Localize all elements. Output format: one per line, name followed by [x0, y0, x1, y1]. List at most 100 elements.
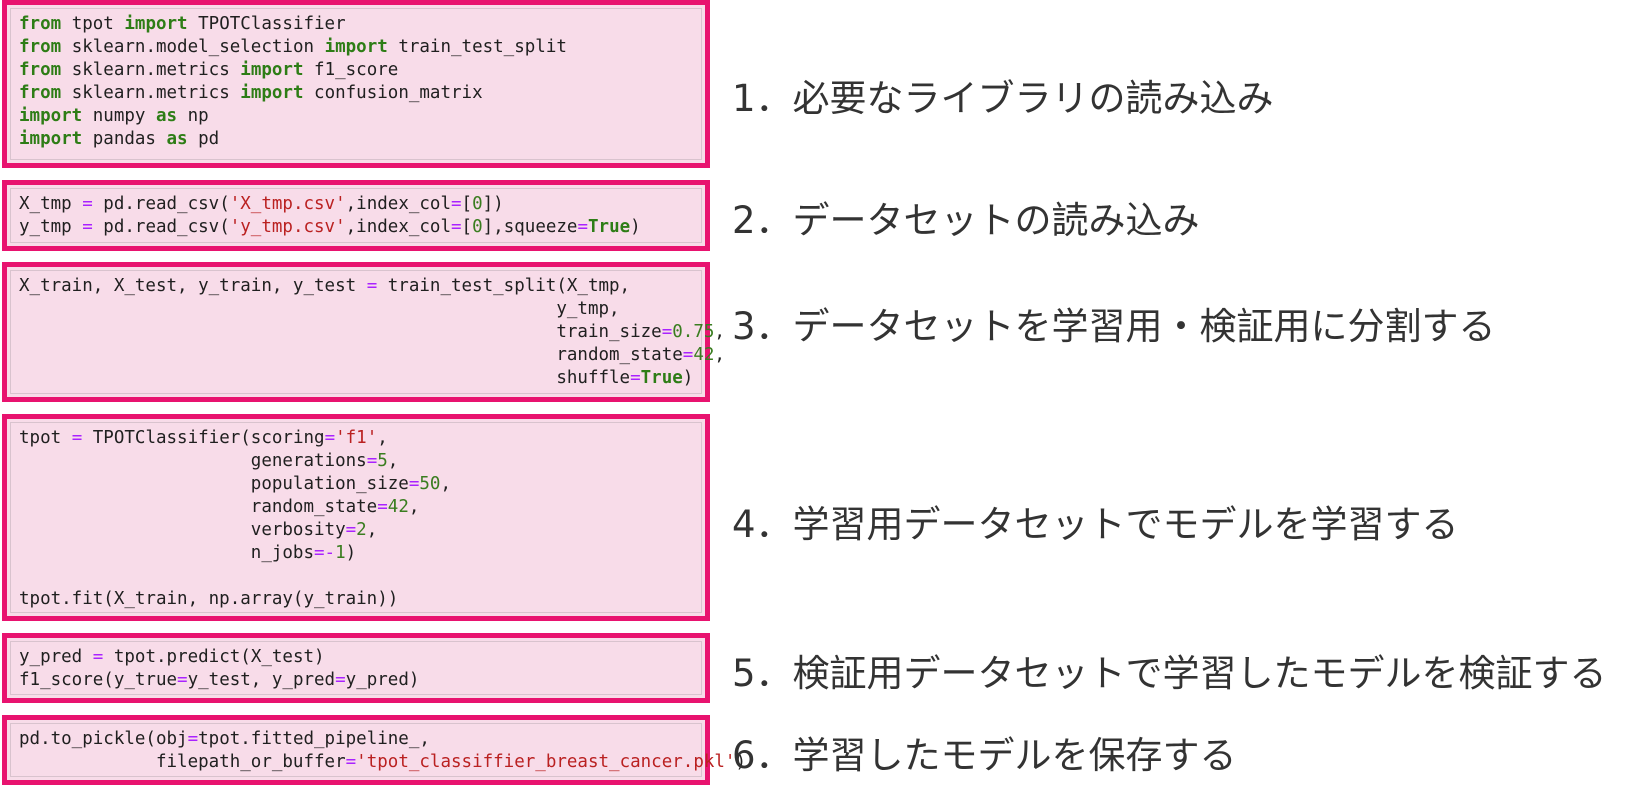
code-token: = [82, 217, 93, 237]
code-line: y_tmp = pd.read_csv('y_tmp.csv',index_co… [19, 217, 641, 237]
code-token: 50 [419, 474, 441, 494]
code-token: , [714, 322, 725, 342]
code-token: =- [314, 543, 336, 563]
code-line: verbosity=2, [19, 520, 377, 540]
code-token: tpot.fitted_pipeline_, [198, 729, 430, 749]
code-editor[interactable]: from tpot import TPOTClassifier from skl… [19, 13, 567, 151]
code-line: tpot = TPOTClassifier(scoring='f1', [19, 428, 388, 448]
code-line: generations=5, [19, 451, 399, 471]
code-token: = [71, 428, 83, 448]
code-line: f1_score(y_true=y_test, y_pred=y_pred) [19, 670, 419, 690]
code-token: random_state [19, 497, 378, 517]
code-token: np [177, 106, 209, 126]
code-token: 'y_tmp.csv' [229, 217, 346, 237]
step-label-4: 4．学習用データセットでモデルを学習する [732, 503, 1459, 546]
code-token: import [240, 60, 304, 80]
code-token: from [19, 83, 62, 103]
code-token: X_tmp [19, 194, 83, 214]
code-token: = [177, 670, 188, 690]
code-line: population_size=50, [19, 474, 451, 494]
code-token: y_tmp, [19, 299, 620, 319]
code-cell-train-test-split[interactable]: X_train, X_test, y_train, y_test = train… [2, 262, 725, 402]
code-token: as [155, 106, 178, 126]
code-token: = [345, 520, 357, 540]
code-cell-evaluate[interactable]: y_pred = tpot.predict(X_test) f1_score(y… [2, 633, 710, 703]
code-editor[interactable]: X_train, X_test, y_train, y_test = train… [19, 275, 725, 390]
code-token: = [324, 428, 336, 448]
code-token: 'f1' [335, 428, 378, 448]
code-token: pd [187, 129, 220, 149]
code-line: n_jobs=-1) [19, 543, 356, 563]
code-token: from [19, 60, 62, 80]
code-token: filepath_or_buffer [19, 752, 346, 772]
code-token: ]) [482, 194, 504, 214]
code-token: population_size [19, 474, 409, 494]
code-token: numpy [82, 106, 156, 126]
code-cell-frame [10, 8, 702, 160]
code-token: TPOTClassifier [187, 14, 346, 34]
code-token: 5 [377, 451, 388, 471]
code-token: y_tmp [19, 217, 83, 237]
code-token: sklearn.metrics [61, 83, 241, 103]
code-token: [ [461, 217, 473, 237]
code-token: pandas [82, 129, 167, 149]
code-cell-frame [10, 422, 702, 613]
code-editor[interactable]: tpot = TPOTClassifier(scoring='f1', gene… [19, 427, 451, 611]
code-editor[interactable]: X_tmp = pd.read_csv('X_tmp.csv',index_co… [19, 193, 641, 239]
code-token: ) [630, 217, 641, 237]
code-cell-frame [10, 723, 702, 777]
code-token: ) [345, 543, 357, 563]
code-token: 'tpot_classiffier_breast_cancer.pkl' [356, 752, 736, 772]
code-token: = [661, 322, 673, 342]
code-token: ],squeeze [482, 217, 578, 237]
code-editor[interactable]: y_pred = tpot.predict(X_test) f1_score(y… [19, 646, 419, 692]
code-token: tpot [61, 14, 125, 34]
code-token: = [335, 670, 346, 690]
code-cell-imports[interactable]: from tpot import TPOTClassifier from skl… [2, 0, 710, 168]
code-line: shuffle=True) [19, 368, 693, 388]
code-token: = [345, 752, 357, 772]
code-token: = [366, 276, 378, 296]
code-token: y_test, y_pred [187, 670, 336, 690]
code-token: import [124, 14, 188, 34]
code-cell-fit-model[interactable]: tpot = TPOTClassifier(scoring='f1', gene… [2, 414, 710, 621]
code-token: tpot.predict(X_test) [103, 647, 325, 667]
step-label-1: 1．必要なライブラリの読み込み [732, 77, 1274, 120]
code-cell-frame [10, 270, 702, 394]
code-token: import [19, 129, 83, 149]
code-token: train_test_split(X_tmp, [377, 276, 631, 296]
code-token: random_state [19, 345, 683, 365]
code-token: ,index_col [345, 194, 451, 214]
code-line: random_state=42, [19, 497, 420, 517]
code-token: sklearn.metrics [61, 60, 241, 80]
code-token: import [324, 37, 388, 57]
code-token: ) [682, 368, 694, 388]
code-cell-save-model[interactable]: pd.to_pickle(obj=tpot.fitted_pipeline_, … [2, 715, 746, 785]
code-token: y_pred [19, 647, 93, 667]
code-token: confusion_matrix [303, 83, 483, 103]
code-token: f1_score(y_true [19, 670, 178, 690]
code-token: ,index_col [345, 217, 451, 237]
code-token: y_pred) [345, 670, 420, 690]
code-token: 0.75 [672, 322, 715, 342]
step-label-2: 2．データセットの読み込み [732, 199, 1200, 242]
code-line: from tpot import TPOTClassifier [19, 14, 346, 34]
code-token: = [682, 345, 694, 365]
code-token: = [82, 194, 93, 214]
code-token: sklearn.model_selection [61, 37, 325, 57]
code-line: import numpy as np [19, 106, 209, 126]
code-cell-load-dataset[interactable]: X_tmp = pd.read_csv('X_tmp.csv',index_co… [2, 180, 710, 251]
code-token: = [451, 194, 462, 214]
code-line: tpot.fit(X_train, np.array(y_train)) [19, 589, 398, 609]
code-token: = [92, 647, 104, 667]
code-editor[interactable]: pd.to_pickle(obj=tpot.fitted_pipeline_, … [19, 728, 746, 774]
code-token: True [640, 368, 683, 388]
code-token: = [577, 217, 589, 237]
code-token: 1 [335, 543, 346, 563]
step-label-5: 5．検証用データセットで学習したモデルを検証する [732, 652, 1607, 695]
code-token: pd.to_pickle(obj [19, 729, 188, 749]
code-token: = [187, 729, 199, 749]
code-token: = [630, 368, 641, 388]
code-line: y_pred = tpot.predict(X_test) [19, 647, 325, 667]
code-token: f1_score [303, 60, 399, 80]
